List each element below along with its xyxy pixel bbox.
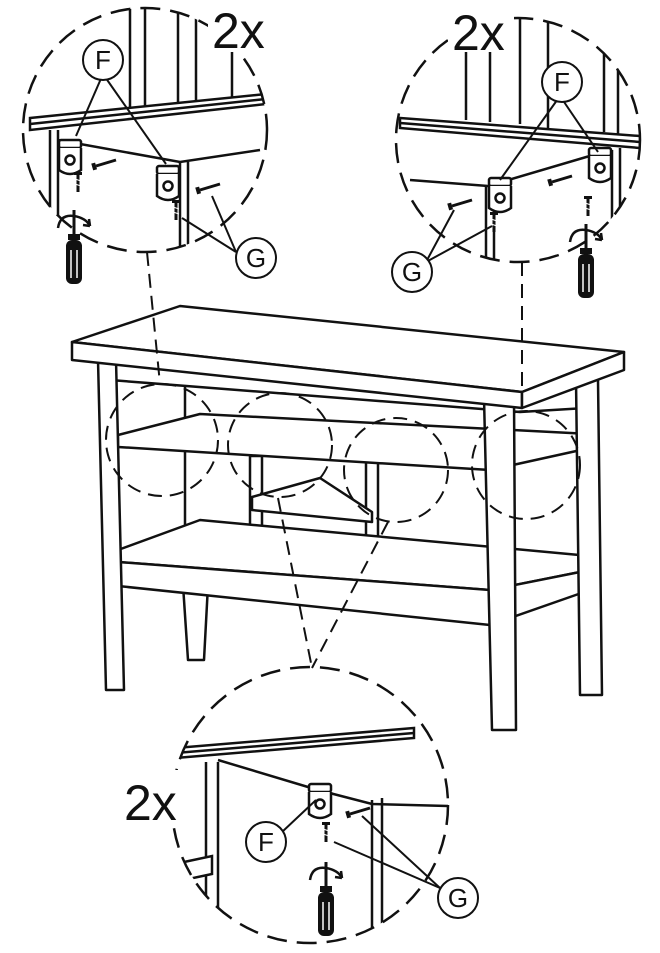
multiplier-label: 2x bbox=[452, 5, 505, 61]
console-table bbox=[70, 304, 626, 732]
label-f-circle bbox=[541, 61, 583, 103]
label-f: F bbox=[554, 67, 570, 97]
bracket-icon bbox=[487, 176, 513, 214]
label-f: F bbox=[95, 45, 111, 75]
detail-bottom: F G 2x bbox=[120, 665, 479, 945]
detail-circle bbox=[394, 16, 642, 264]
label-g-circle bbox=[391, 251, 433, 293]
bracket-icon bbox=[587, 146, 613, 184]
label-f-circle bbox=[245, 821, 287, 863]
detail-top-left: F G 2x bbox=[21, 2, 277, 286]
screw-icon bbox=[545, 174, 574, 188]
screwdriver-icon bbox=[568, 222, 604, 300]
screw-icon bbox=[582, 194, 594, 218]
label-f: F bbox=[258, 827, 274, 857]
label-g-circle bbox=[235, 237, 277, 279]
detail-top-right: F G 2x bbox=[391, 2, 642, 300]
detail-markers bbox=[105, 383, 581, 523]
label-g: G bbox=[246, 243, 266, 273]
bracket-icon bbox=[57, 138, 83, 176]
screw-icon bbox=[72, 170, 84, 194]
screw-icon bbox=[320, 820, 332, 844]
leader-lines bbox=[146, 251, 523, 669]
bracket-icon bbox=[307, 782, 333, 820]
multiplier-label: 2x bbox=[212, 3, 265, 59]
detail-circle bbox=[21, 6, 269, 254]
screw-icon bbox=[488, 210, 500, 234]
label-g: G bbox=[448, 883, 468, 913]
screw-icon bbox=[89, 158, 118, 172]
screw-icon bbox=[193, 182, 222, 196]
screw-icon bbox=[343, 806, 372, 820]
label-f-circle bbox=[82, 39, 124, 81]
label-g: G bbox=[402, 257, 422, 287]
screw-icon bbox=[445, 198, 474, 212]
multiplier-label: 2x bbox=[124, 775, 177, 831]
bracket-icon bbox=[155, 164, 181, 202]
label-g-circle bbox=[437, 877, 479, 919]
screwdriver-icon bbox=[308, 860, 344, 938]
